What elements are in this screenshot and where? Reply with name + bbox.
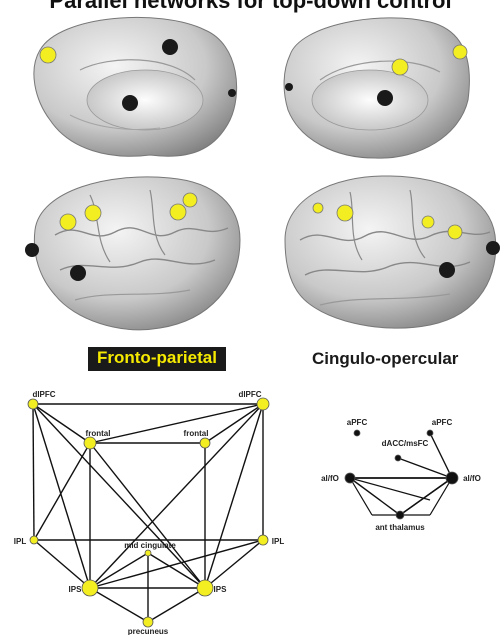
network-node-label: frontal bbox=[86, 429, 111, 438]
brain-lateral-left bbox=[25, 177, 240, 330]
fp-node-dot bbox=[183, 193, 197, 207]
network-node-dacc bbox=[395, 455, 401, 461]
network-node-frontal_l bbox=[84, 437, 96, 449]
network-edge bbox=[148, 553, 205, 588]
network-node-label: mid cingulate bbox=[124, 541, 176, 550]
network-edge bbox=[90, 540, 263, 588]
fp-node-dot bbox=[313, 203, 323, 213]
network-node-dlpfc_l bbox=[28, 399, 38, 409]
fp-node-dot bbox=[453, 45, 467, 59]
co-node-dot bbox=[439, 262, 455, 278]
fp-node-dot bbox=[85, 205, 101, 221]
network-node-ips_r bbox=[197, 580, 213, 596]
network-edge bbox=[90, 404, 263, 443]
network-node-frontal_r bbox=[200, 438, 210, 448]
fp-node-dot bbox=[170, 204, 186, 220]
co-node-dot bbox=[70, 265, 86, 281]
network-node-label: dlPFC bbox=[32, 390, 55, 399]
co-node-dot bbox=[122, 95, 138, 111]
network-node-label: frontal bbox=[184, 429, 209, 438]
co-node-dot bbox=[25, 243, 39, 257]
network-node-label: al/fO bbox=[463, 474, 481, 483]
network-node-label: aPFC bbox=[432, 418, 453, 427]
network-edge bbox=[90, 588, 148, 622]
network-edge bbox=[33, 404, 90, 588]
network-node-dlpfc_r bbox=[257, 398, 269, 410]
brain-medial-left bbox=[34, 17, 237, 156]
network-node-aifo_r bbox=[446, 472, 458, 484]
network-edge bbox=[400, 478, 452, 515]
fp-node-dot bbox=[448, 225, 462, 239]
network-edge bbox=[33, 404, 90, 443]
network-edge bbox=[90, 553, 148, 588]
network-edge bbox=[400, 478, 452, 515]
network-edge bbox=[430, 433, 452, 478]
cingulo-opercular-label: Cingulo-opercular bbox=[312, 349, 458, 369]
network-node-label: al/fO bbox=[321, 474, 339, 483]
network-node-label: IPS bbox=[69, 585, 83, 594]
network-node-label: dlPFC bbox=[238, 390, 261, 399]
network-node-label: IPL bbox=[14, 537, 27, 546]
network-edge bbox=[90, 404, 263, 588]
fp-node-dot bbox=[392, 59, 408, 75]
network-edge bbox=[350, 478, 430, 500]
network-node-label: precuneus bbox=[128, 627, 169, 635]
network-node-midcing bbox=[145, 550, 151, 556]
brain-surface-views bbox=[0, 0, 501, 340]
network-edge bbox=[350, 478, 372, 515]
co-node-dot bbox=[486, 241, 500, 255]
network-node-apfc_l bbox=[354, 430, 360, 436]
network-node-ipl_l bbox=[30, 536, 38, 544]
network-node-label: ant thalamus bbox=[375, 523, 425, 532]
network-edge bbox=[205, 540, 263, 588]
network-edge bbox=[430, 478, 452, 515]
co-node-dot bbox=[162, 39, 178, 55]
network-edge bbox=[33, 404, 205, 588]
network-edge bbox=[148, 588, 205, 622]
brain-medial-right bbox=[284, 18, 469, 158]
network-edge bbox=[33, 404, 34, 540]
network-edge bbox=[90, 443, 205, 588]
network-node-ipl_r bbox=[258, 535, 268, 545]
network-edges bbox=[350, 433, 452, 515]
network-edges bbox=[33, 404, 263, 622]
fp-node-dot bbox=[60, 214, 76, 230]
network-node-apfc_r bbox=[427, 430, 433, 436]
network-node-aifo_l bbox=[345, 473, 355, 483]
co-node-dot bbox=[285, 83, 293, 91]
co-node-dot bbox=[377, 90, 393, 106]
network-node-precuneus bbox=[143, 617, 153, 627]
network-edge bbox=[34, 540, 90, 588]
network-node-label: IPL bbox=[272, 537, 285, 546]
network-node-thal bbox=[396, 511, 404, 519]
network-node-label: IPS bbox=[214, 585, 228, 594]
network-edge bbox=[398, 458, 452, 478]
network-node-ips_l bbox=[82, 580, 98, 596]
network-edge bbox=[205, 404, 263, 443]
brain-lateral-right bbox=[285, 176, 500, 328]
network-edge bbox=[205, 404, 263, 588]
network-node-label: dACC/msFC bbox=[382, 439, 429, 448]
network-edge bbox=[350, 478, 400, 515]
co-node-dot bbox=[228, 89, 236, 97]
fp-node-dot bbox=[337, 205, 353, 221]
network-node-label: aPFC bbox=[347, 418, 368, 427]
network-edge bbox=[34, 443, 90, 540]
fp-node-dot bbox=[422, 216, 434, 228]
fp-node-dot bbox=[40, 47, 56, 63]
fronto-parietal-label: Fronto-parietal bbox=[88, 347, 226, 371]
